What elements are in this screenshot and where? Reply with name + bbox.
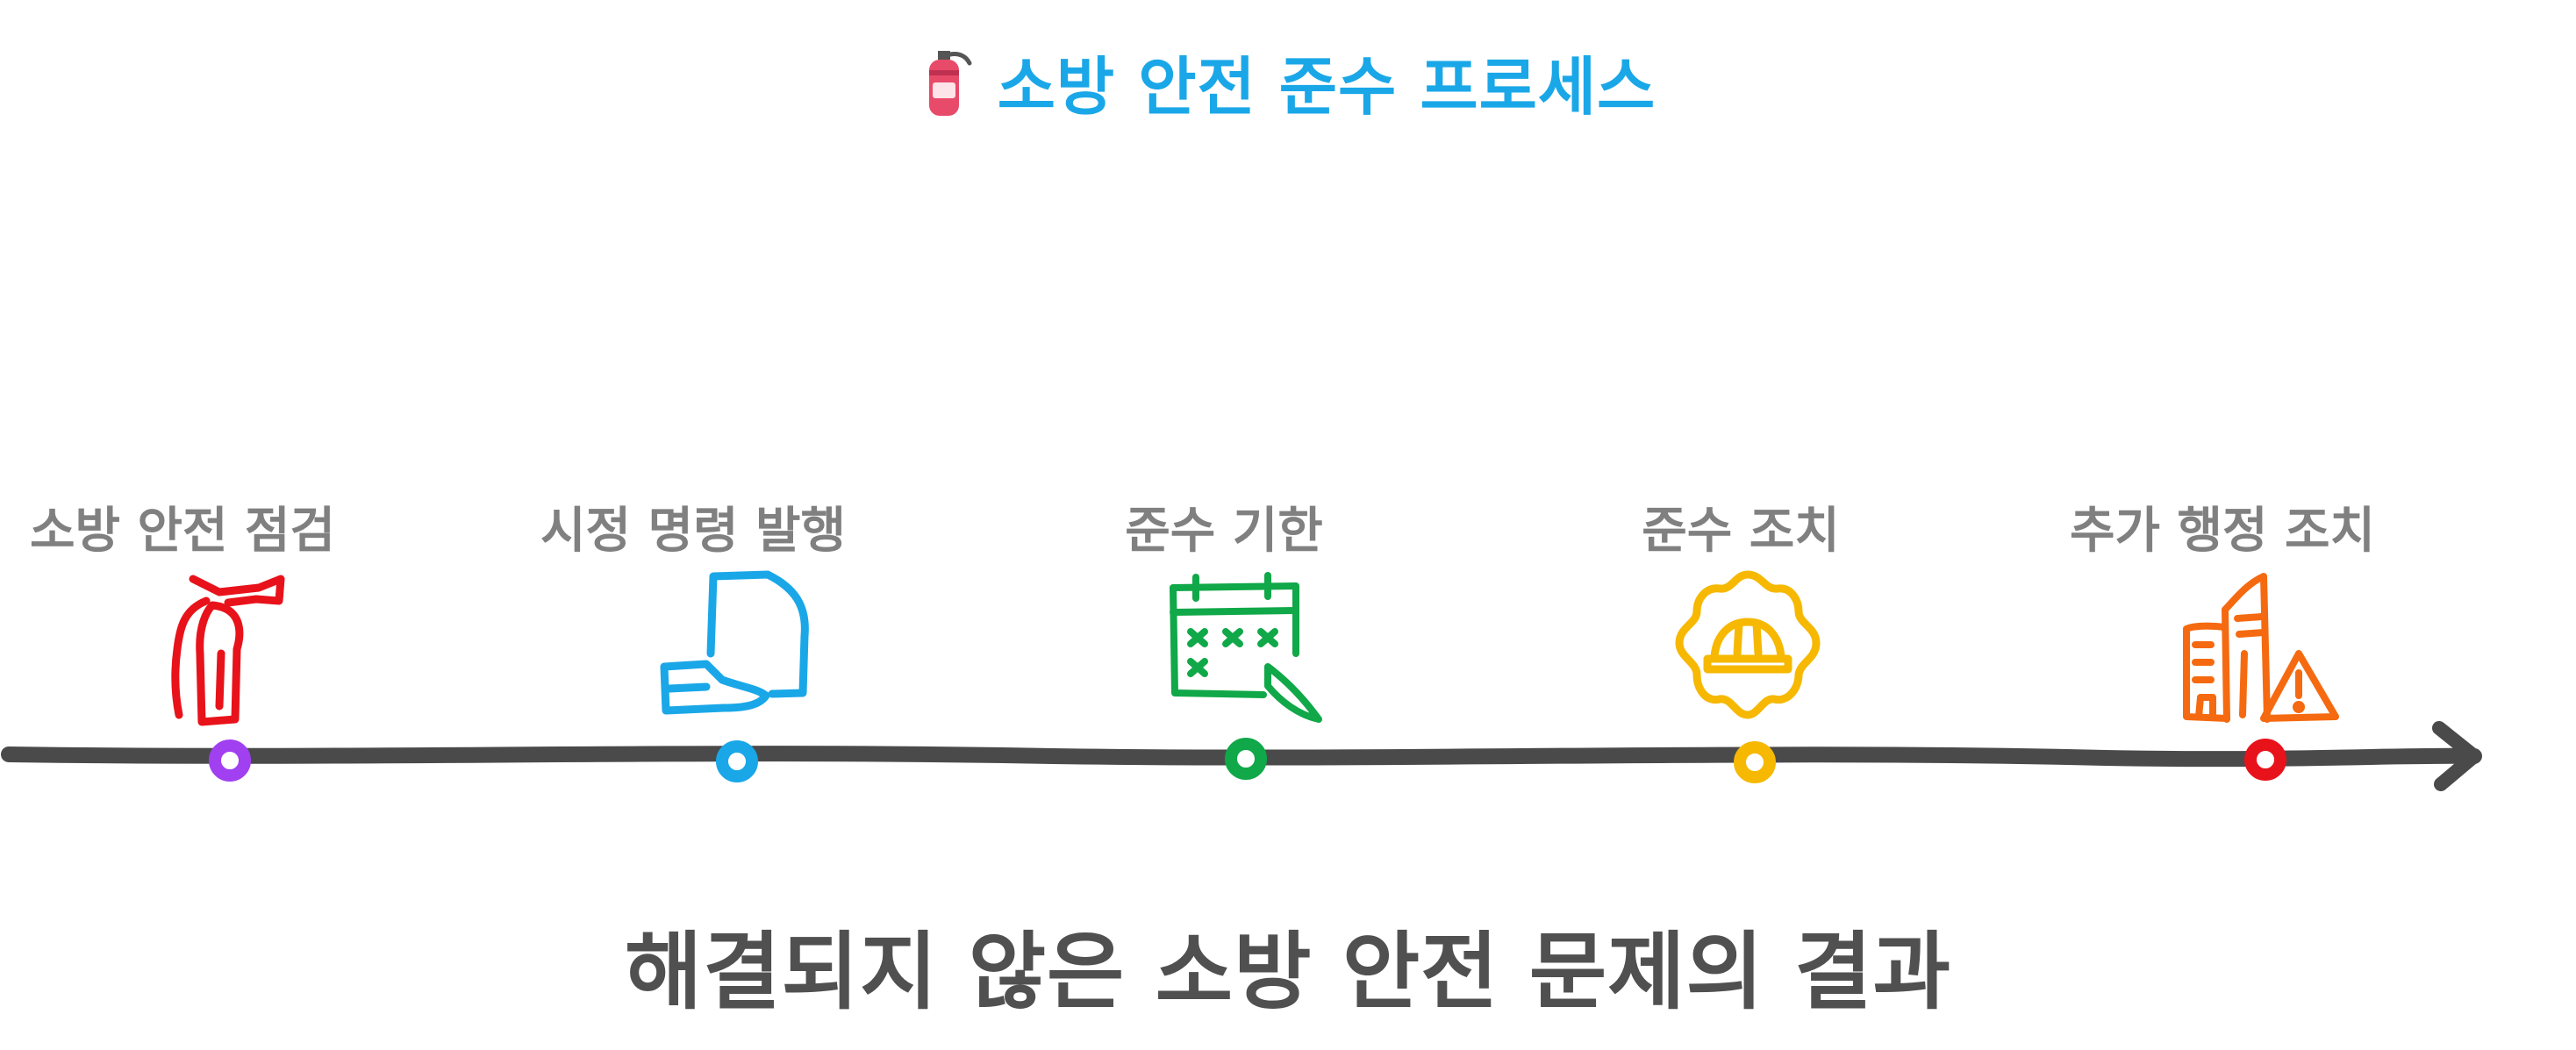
footer-caption: 해결되지 않은 소방 안전 문제의 결과: [625, 923, 1951, 1021]
step-label-order: 시정 명령 발행: [540, 503, 847, 560]
fire-extinguisher-icon: [171, 575, 285, 726]
timeline-dot-1: [209, 739, 251, 782]
title-text: 소방 안전 준수 프로세스: [997, 50, 1657, 124]
building-warning-icon: [2183, 573, 2339, 723]
step-label-deadline: 준수 기한: [1125, 503, 1323, 560]
step-label-admin-action: 추가 행정 조치: [2069, 503, 2376, 560]
timeline-dot-2: [716, 740, 758, 782]
fire-extinguisher-icon: [928, 50, 972, 116]
page-title: 소방 안전 준수 프로세스: [0, 35, 2576, 127]
timeline-dot-4: [1734, 741, 1776, 783]
document-hand-icon: [660, 570, 809, 715]
hardhat-gear-icon: [1675, 570, 1821, 719]
timeline-axis: [1, 746, 2482, 768]
step-label-inspection: 소방 안전 점검: [29, 503, 336, 560]
step-label-compliance: 준수 조치: [1642, 503, 1840, 560]
timeline-dot-5: [2244, 739, 2286, 781]
timeline-dot-3: [1225, 738, 1267, 780]
calendar-icon: [1170, 572, 1322, 723]
timeline-arrowhead: [2432, 721, 2481, 791]
